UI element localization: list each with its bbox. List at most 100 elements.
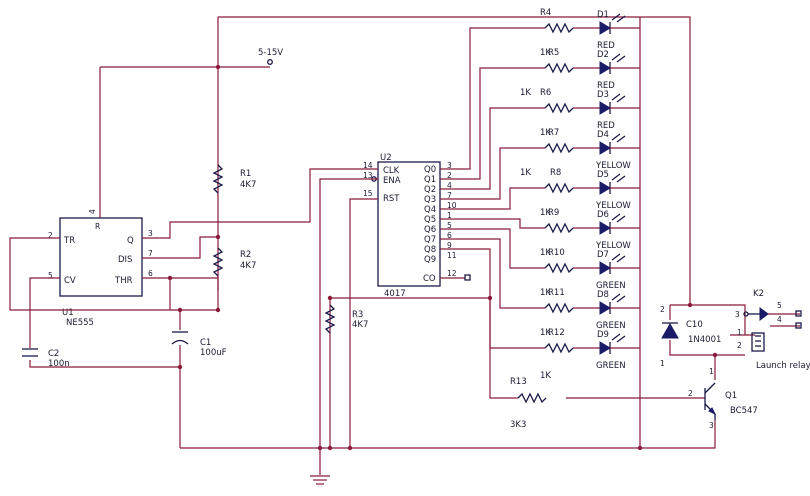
resistor-value: 1K (540, 328, 551, 338)
pin-number: 6 (148, 269, 153, 278)
pin-number: 4 (447, 181, 452, 190)
pin-number: 5 (777, 301, 782, 310)
pin-label-q7: Q7 (424, 235, 436, 245)
led-color-label: RED (597, 41, 615, 51)
r2-ref: R2 (240, 250, 251, 260)
pin-number: 5 (48, 271, 53, 280)
pin-number: 4 (777, 315, 782, 324)
pin-number: 3 (447, 161, 452, 170)
pin-label-q5: Q5 (424, 215, 436, 225)
led-ref: D5 (597, 170, 609, 180)
led-ref: D1 (597, 10, 609, 20)
junctions (167, 64, 718, 451)
c2-capacitor: C2 100n (22, 348, 70, 369)
pin-number: 10 (447, 201, 457, 210)
pin-number: 3 (709, 421, 714, 430)
u1-part: NE555 (66, 318, 94, 328)
resistor-value: 1K (540, 128, 551, 138)
led-color-label: GREEN (596, 361, 626, 371)
resistor-value: 1K (540, 288, 551, 298)
c1-ref: C1 (200, 338, 211, 348)
r13-value: 3K3 (510, 420, 526, 430)
pin-number: 2 (660, 305, 665, 314)
resistor-value: 1K (540, 208, 551, 218)
r3-ref: R3 (352, 310, 363, 320)
pin-label-q3: Q3 (424, 195, 436, 205)
resistor-ref: R12 (548, 328, 565, 338)
led-ref: D4 (597, 130, 609, 140)
led-color-label: GREEN (596, 321, 626, 331)
pin-number: 3 (148, 229, 153, 238)
led-icon (599, 141, 611, 155)
pin-number: 9 (447, 241, 452, 250)
c2-value: 100n (48, 359, 70, 369)
led-color-label: GREEN (596, 281, 626, 291)
wires (9, 16, 800, 475)
resistor-ref: R8 (550, 168, 561, 178)
led-color-label: RED (597, 81, 615, 91)
c2-ref: C2 (48, 349, 59, 359)
led-ref: D8 (597, 290, 609, 300)
led-icon (599, 341, 611, 355)
resistor-value: 1K (520, 168, 531, 178)
q1-ref: Q1 (725, 391, 737, 401)
c10-value: 1N4001 (688, 335, 721, 345)
led-ref: D2 (597, 50, 609, 60)
resistor-ref: R11 (548, 288, 565, 298)
u2-ref: U2 (380, 153, 392, 163)
pin-number: 7 (447, 191, 452, 200)
pin-number: 11 (447, 251, 457, 260)
c10-ref: C10 (686, 320, 703, 330)
pin-label-q4: Q4 (424, 205, 436, 215)
pin-number: 1 (737, 328, 742, 337)
u2-part: 4017 (384, 289, 406, 299)
r13-ref: R13 (510, 377, 527, 387)
pin-label-q0: Q0 (424, 165, 436, 175)
resistor-value: 1K (540, 48, 551, 58)
resistor-value: 1K (540, 248, 551, 258)
led-color-label: YELLOW (595, 161, 631, 171)
ground-symbol-icon (310, 475, 330, 485)
resistor-value: 1K (540, 371, 551, 381)
led-ref: D6 (597, 210, 609, 220)
pin-label-q6: Q6 (424, 225, 436, 235)
supply-terminal: 5-15V (258, 48, 283, 65)
resistor-ref: R7 (548, 128, 559, 138)
pin-label-clk: CLK (383, 166, 400, 176)
c1-value: 100uF (200, 348, 227, 358)
pin-number: 6 (447, 231, 452, 240)
pin-number: 5 (447, 221, 452, 230)
led-color-label: YELLOW (595, 201, 631, 211)
r13-resistor: R13 3K3 (510, 377, 547, 430)
c1-capacitor: C1 100uF (171, 331, 227, 358)
pin-label-q9: Q9 (424, 255, 436, 265)
led-color-label: RED (597, 121, 615, 131)
pin-number: 15 (363, 189, 373, 198)
pin-label-q1: Q1 (424, 175, 436, 185)
pin-number: 1 (709, 367, 714, 376)
resistor-ref: R10 (548, 248, 565, 258)
led-ref: D9 (597, 330, 609, 340)
ne555-timer: TR Q DIS CV THR R 2 3 7 5 6 4 U1 NE555 (48, 209, 153, 328)
resistor-ref: R6 (540, 88, 551, 98)
pin-number: 12 (447, 269, 457, 278)
co-terminal (464, 274, 471, 281)
resistor-ref: R5 (548, 48, 559, 58)
led-color-label: YELLOW (595, 241, 631, 251)
pin-label-r: R (95, 222, 100, 231)
led-icon (599, 221, 611, 235)
pin-label-q8: Q8 (424, 245, 436, 255)
q1-part: BC547 (730, 406, 758, 416)
r1-ref: R1 (240, 169, 251, 179)
pin-label-q: Q (127, 236, 134, 246)
pin-number: 13 (363, 171, 373, 180)
